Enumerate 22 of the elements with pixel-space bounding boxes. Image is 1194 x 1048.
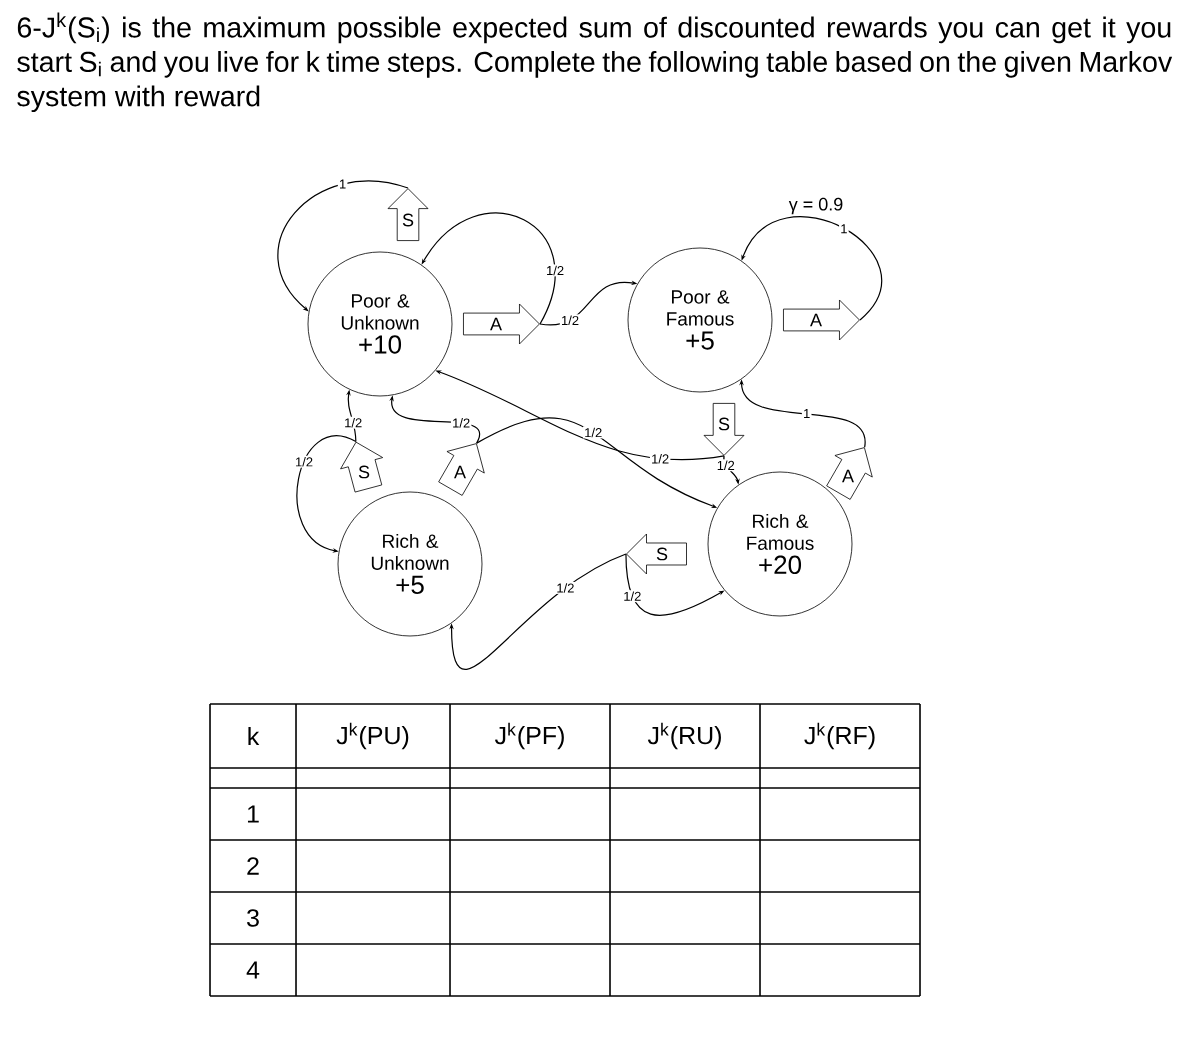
table-cell: 2 [247, 857, 259, 875]
table-cell: 1 [247, 805, 259, 823]
discount-label: γ = 0.9 [788, 197, 843, 215]
table-cell: k [248, 726, 260, 746]
transition-arrow [741, 216, 882, 321]
table-cell: J$^{k}$(RF) [804, 722, 875, 750]
action-block: A [826, 447, 873, 500]
transition-arrow [296, 435, 357, 553]
action-block: S [340, 441, 384, 493]
action-block: S [626, 533, 687, 575]
action-block: A [438, 443, 485, 496]
table-cell: 3 [247, 909, 259, 927]
transition-arrow [449, 553, 627, 670]
action-block: A [463, 303, 540, 345]
action-block: S [387, 188, 429, 241]
transition-arrow [421, 212, 556, 325]
problem-text: 6-J$^{k}$(S$_{i}$) is the maximum possible expected sum of discounted rewards you can get it you start S$_{i}$ and you live for k time steps. Complete the following table based on the given Markov system with reward [17, 12, 1173, 113]
table-cell: J$^{k}$(PU) [336, 722, 409, 750]
table-cell: J$^{k}$(RU) [647, 722, 721, 750]
table-cell: J$^{k}$(PF) [494, 722, 564, 750]
table-cell: 4 [246, 961, 260, 979]
action-block: A [783, 299, 860, 341]
